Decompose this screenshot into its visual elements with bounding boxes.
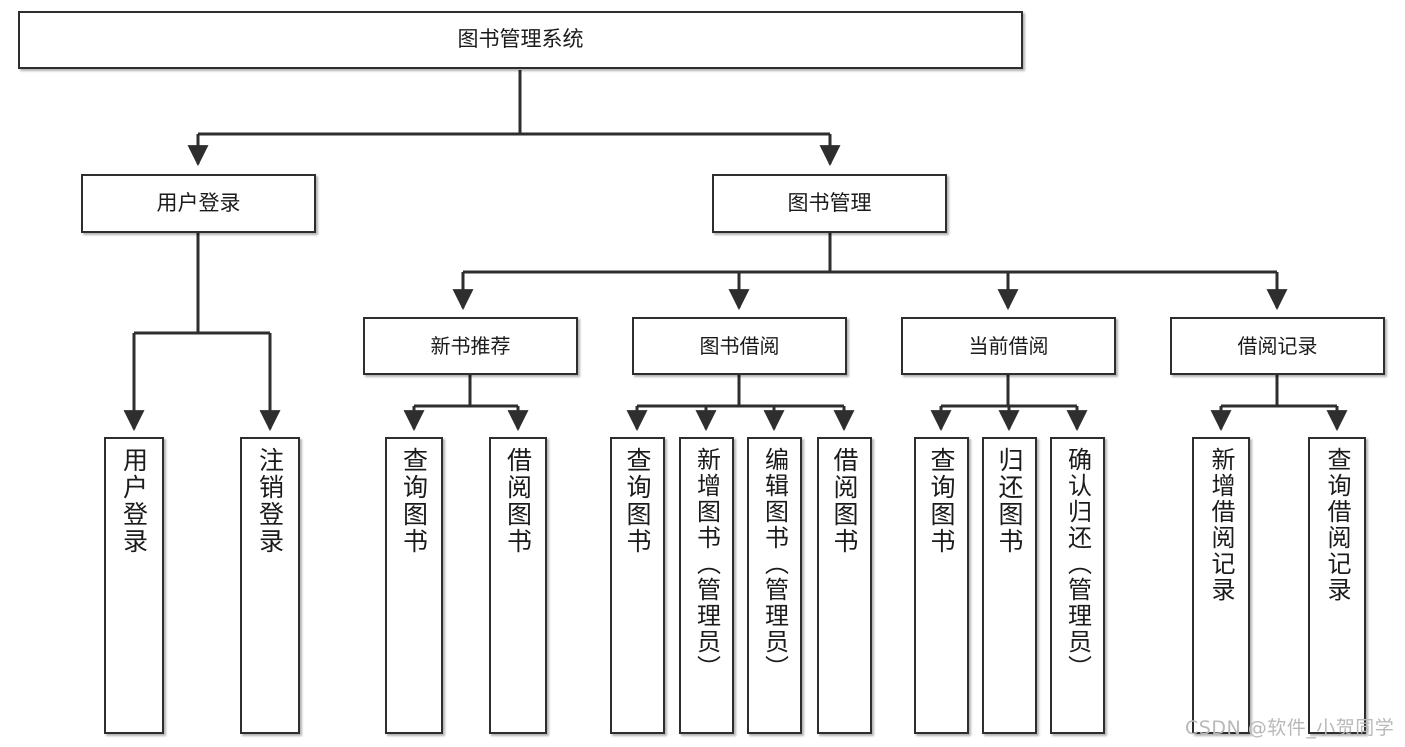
leaf-user-login-signout-label: 注销登录 — [255, 447, 285, 555]
leaf-borrow-query-book-label: 查询图书 — [623, 447, 652, 555]
leaf-current-query-book[interactable]: 查询图书 — [914, 437, 969, 734]
node-current-borrow-label: 当前借阅 — [968, 333, 1049, 358]
leaf-user-login-signout[interactable]: 注销登录 — [240, 437, 300, 734]
node-book-borrow[interactable]: 图书借阅 — [632, 317, 847, 375]
leaf-recommend-query-book-label: 查询图书 — [399, 447, 429, 555]
node-borrow-record-label: 借阅记录 — [1237, 333, 1318, 358]
node-book-management-label: 图书管理 — [787, 190, 872, 215]
leaf-recommend-borrow-book-label: 借阅图书 — [503, 447, 533, 555]
leaf-current-query-book-label: 查询图书 — [927, 447, 956, 555]
leaf-borrow-borrow-book[interactable]: 借阅图书 — [817, 437, 872, 734]
leaf-current-confirm-return-admin-label: 确认归还（管理员） — [1063, 447, 1092, 681]
node-new-book-recommend-label: 新书推荐 — [430, 333, 511, 358]
leaf-record-add-record-label: 新增借阅记录 — [1207, 447, 1235, 603]
leaf-current-confirm-return-admin[interactable]: 确认归还（管理员） — [1050, 437, 1105, 734]
leaf-recommend-query-book[interactable]: 查询图书 — [385, 437, 443, 734]
leaf-borrow-add-book-admin[interactable]: 新增图书（管理员） — [679, 437, 734, 734]
leaf-record-query-record-label: 查询借阅记录 — [1323, 447, 1351, 603]
leaf-borrow-edit-book-admin[interactable]: 编辑图书（管理员） — [747, 437, 802, 734]
leaf-current-return-book[interactable]: 归还图书 — [982, 437, 1037, 734]
leaf-user-login-signin-label: 用户登录 — [119, 447, 149, 555]
node-user-login[interactable]: 用户登录 — [81, 174, 316, 233]
node-book-management[interactable]: 图书管理 — [712, 174, 947, 233]
node-root[interactable]: 图书管理系统 — [18, 11, 1023, 69]
leaf-recommend-borrow-book[interactable]: 借阅图书 — [489, 437, 547, 734]
node-new-book-recommend[interactable]: 新书推荐 — [363, 317, 578, 375]
leaf-borrow-query-book[interactable]: 查询图书 — [610, 437, 665, 734]
leaf-borrow-add-book-admin-label: 新增图书（管理员） — [692, 447, 721, 681]
leaf-borrow-borrow-book-label: 借阅图书 — [830, 447, 859, 555]
node-user-login-label: 用户登录 — [156, 190, 241, 215]
node-root-label: 图书管理系统 — [457, 27, 584, 52]
node-book-borrow-label: 图书借阅 — [699, 333, 780, 358]
leaf-borrow-edit-book-admin-label: 编辑图书（管理员） — [760, 447, 789, 681]
node-borrow-record[interactable]: 借阅记录 — [1170, 317, 1385, 375]
leaf-current-return-book-label: 归还图书 — [995, 447, 1024, 555]
leaf-record-query-record[interactable]: 查询借阅记录 — [1308, 437, 1366, 734]
watermark-text: CSDN @软件_小贺同学 — [1185, 717, 1395, 739]
node-current-borrow[interactable]: 当前借阅 — [901, 317, 1116, 375]
leaf-user-login-signin[interactable]: 用户登录 — [104, 437, 164, 734]
leaf-record-add-record[interactable]: 新增借阅记录 — [1192, 437, 1250, 734]
